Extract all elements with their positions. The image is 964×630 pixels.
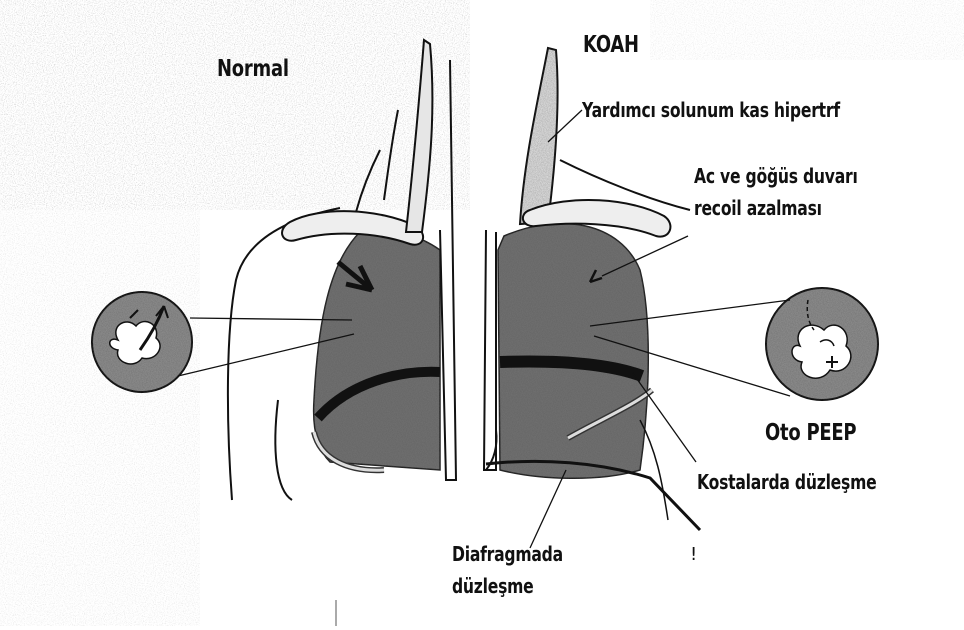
label-copd: KOAH <box>583 32 639 58</box>
label-rib-flattening: Kostalarda düzleşme <box>697 470 876 494</box>
copd-alveolus-zoom <box>766 288 878 400</box>
label-diaphragm-2: düzleşme <box>452 574 534 598</box>
label-diaphragm-1: Diafragmada <box>452 542 563 566</box>
label-accessory-muscle: Yardımcı solunum kas hipertrf <box>582 98 840 122</box>
label-lung-recoil-2: recoil azalması <box>694 196 822 220</box>
label-lung-recoil-1: Ac ve göğüs duvarı <box>694 164 858 188</box>
stray-mark: ! <box>690 544 697 565</box>
label-auto-peep: Oto PEEP <box>765 420 856 446</box>
label-normal: Normal <box>217 56 289 82</box>
